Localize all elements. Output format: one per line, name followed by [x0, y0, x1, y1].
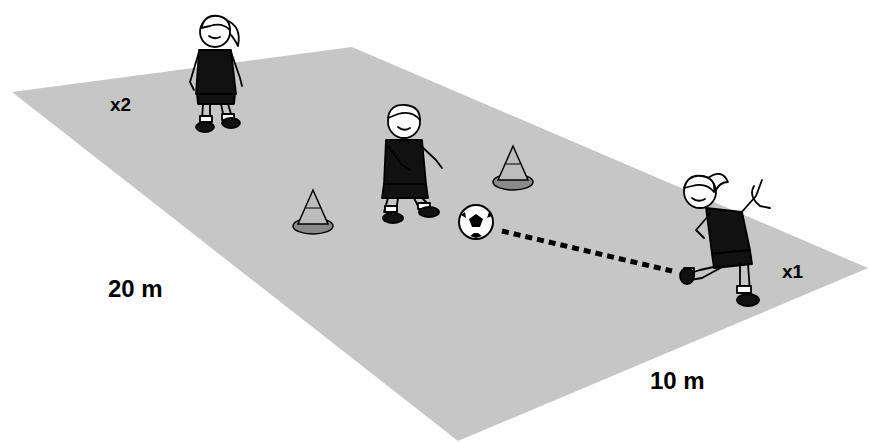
pass-path: [502, 231, 672, 271]
player-kicking: [680, 174, 770, 306]
cone: [493, 146, 533, 190]
player-waiting: [190, 16, 242, 132]
player-count: x1: [782, 262, 803, 281]
player-count: x2: [110, 95, 131, 114]
soccer-ball: [459, 205, 493, 239]
dimension-label: 20 m: [108, 277, 163, 301]
dimension-label: 10 m: [650, 369, 705, 393]
cone: [293, 190, 333, 234]
player-receiving: [382, 105, 442, 223]
pitch-area: [12, 47, 868, 441]
